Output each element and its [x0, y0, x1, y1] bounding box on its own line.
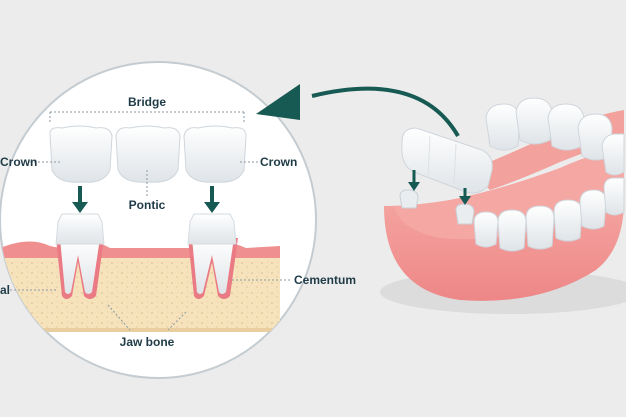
label-jaw-bone: Jaw bone — [120, 335, 175, 349]
back-teeth — [485, 97, 625, 176]
left-abutment — [399, 189, 419, 209]
jaw-bridge-crowns — [401, 127, 493, 194]
leader-lines — [10, 161, 292, 331]
label-canal: al — [0, 283, 10, 297]
right-abutment-tooth — [187, 213, 238, 299]
cross-section-panel: Bridge Crown Crown Pontic al Cementum Ja… — [0, 61, 356, 379]
label-crown-left: Crown — [0, 155, 37, 169]
left-prepared-tooth — [55, 213, 105, 245]
label-bridge: Bridge — [128, 95, 166, 109]
jaw-bridge — [399, 127, 493, 225]
right-down-arrow-head — [204, 202, 220, 213]
right-abutment — [455, 203, 475, 225]
jaw-left-arrow — [408, 182, 420, 191]
curved-arrow-head — [256, 84, 300, 120]
right-crown — [183, 125, 247, 183]
bridge-crowns — [49, 125, 247, 183]
right-prepared-tooth — [187, 213, 237, 245]
label-crown-right: Crown — [260, 155, 297, 169]
label-cementum: Cementum — [294, 273, 356, 287]
jaw-model — [380, 97, 626, 314]
bone-edge — [0, 328, 280, 332]
curved-arrow — [311, 86, 460, 137]
left-crown — [49, 125, 113, 183]
bridge-bracket — [49, 111, 245, 124]
pontic — [115, 125, 181, 183]
right-root — [192, 238, 234, 294]
placement-arrows — [72, 186, 220, 213]
jaw-right-arrow — [459, 196, 471, 205]
label-pontic: Pontic — [129, 198, 166, 212]
left-abutment-tooth — [55, 213, 105, 299]
left-down-arrow-head — [72, 202, 88, 213]
left-root — [60, 238, 100, 294]
front-teeth — [473, 177, 625, 252]
